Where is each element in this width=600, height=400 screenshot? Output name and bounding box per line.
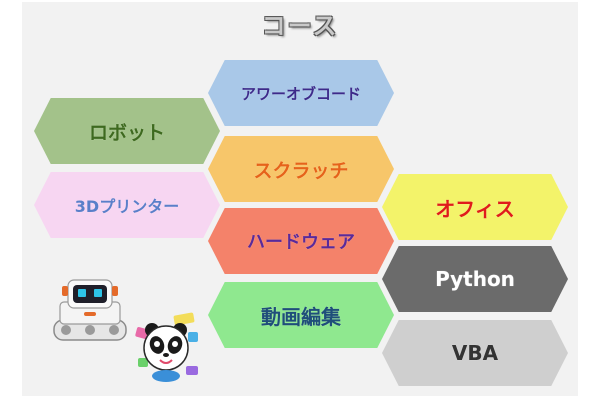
course-hardware[interactable]: ハードウェア	[208, 208, 394, 274]
panda-mascot-icon	[135, 312, 198, 382]
course-office[interactable]: オフィス	[382, 174, 568, 240]
course-label: 動画編集	[261, 304, 341, 329]
course-label: アワーオブコード	[240, 84, 361, 103]
course-scratch[interactable]: スクラッチ	[208, 136, 394, 202]
course-label: ハードウェア	[247, 232, 355, 253]
page-title: コース	[261, 12, 339, 40]
course-robot[interactable]: ロボット	[34, 98, 220, 164]
course-video-editing[interactable]: 動画編集	[208, 282, 394, 348]
course-3d-printer[interactable]: 3Dプリンター	[34, 172, 220, 238]
course-hour-of-code[interactable]: アワーオブコード	[208, 60, 394, 126]
course-label: 3Dプリンター	[74, 197, 180, 216]
course-label: VBA	[451, 341, 499, 365]
course-label: Python	[435, 267, 515, 291]
robot-mascot-icon	[53, 279, 127, 341]
course-label: ロボット	[88, 121, 165, 144]
course-python[interactable]: Python	[382, 246, 568, 312]
course-label: オフィス	[435, 196, 515, 221]
course-vba[interactable]: VBA	[382, 320, 568, 386]
course-label: スクラッチ	[253, 159, 349, 182]
